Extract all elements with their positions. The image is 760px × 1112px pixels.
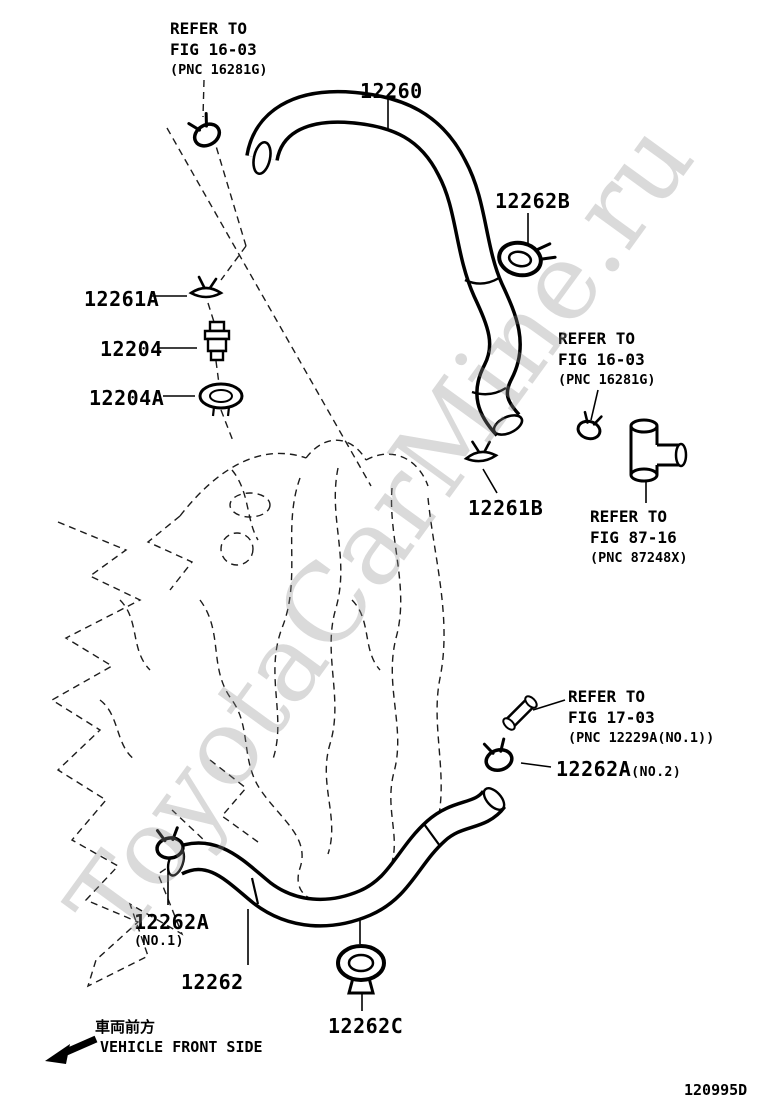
part-number: 12262A [134,910,210,934]
ref-line: REFER TO [568,687,646,706]
ref-line: (PNC 87248X) [590,550,688,566]
ref-line: FIG 87-16 [590,528,677,547]
clamp-12261A [189,275,223,299]
grommet-12204A [198,382,244,417]
clamp-12262A-no1 [152,825,187,862]
ref-line: REFER TO [590,507,668,526]
ref-line: FIG 17-03 [568,708,655,727]
part-number: 12262A [556,757,632,781]
label-12262B: 12262B [495,189,571,213]
label-12204A: 12204A [89,386,165,410]
clamp-mid-right [574,410,606,443]
hose-stub [502,695,538,731]
ref-line: (PNC 12229A(NO.1)) [568,730,715,746]
t-connector [629,418,688,483]
clamp-12262C [336,944,386,995]
part-suffix: (NO.2) [631,765,682,780]
ref-note-mid: REFER TO FIG 16-03 (PNC 16281G) [558,328,656,391]
ref-line: REFER TO [170,19,248,38]
label-12262A-no1: 12262A (NO.1) [134,910,209,949]
ref-note-lower: REFER TO FIG 17-03 (PNC 12229A(NO.1)) [568,686,714,749]
ref-note-right: REFER TO FIG 87-16 (PNC 87248X) [590,506,688,569]
label-12261B: 12261B [468,496,544,520]
label-12262C: 12262C [328,1014,404,1038]
clamp-12262B [494,232,560,284]
front-label-jp: 車両前方 [95,1018,156,1036]
label-12260: 12260 [360,79,423,103]
leader-lines [152,97,647,1011]
ref-line: FIG 16-03 [170,40,257,59]
part-suffix: (NO.1) [134,934,184,949]
doc-code: 120995D [684,1081,748,1099]
label-12262A-no2: 12262A(NO.2) [556,757,681,781]
dashed-leaders [166,79,372,487]
pcv-valve-12204 [203,320,231,362]
front-direction-arrow [45,1035,98,1064]
front-label-en: VEHICLE FRONT SIDE [100,1038,263,1056]
label-12261A: 12261A [84,287,160,311]
ref-line: FIG 16-03 [558,350,645,369]
label-12204: 12204 [100,337,163,361]
ref-note-top: REFER TO FIG 16-03 (PNC 16281G) [170,18,268,81]
ref-line: (PNC 16281G) [558,372,656,388]
engine-outline [50,439,445,988]
clamp-12262A-no2 [479,736,516,775]
clamp-12261B [463,438,498,464]
ref-line: (PNC 16281G) [170,62,268,78]
ref-line: REFER TO [558,329,636,348]
hose-12260 [245,89,524,437]
clamp-top [184,110,226,152]
label-12262: 12262 [181,970,244,994]
hose-12262 [166,787,507,928]
